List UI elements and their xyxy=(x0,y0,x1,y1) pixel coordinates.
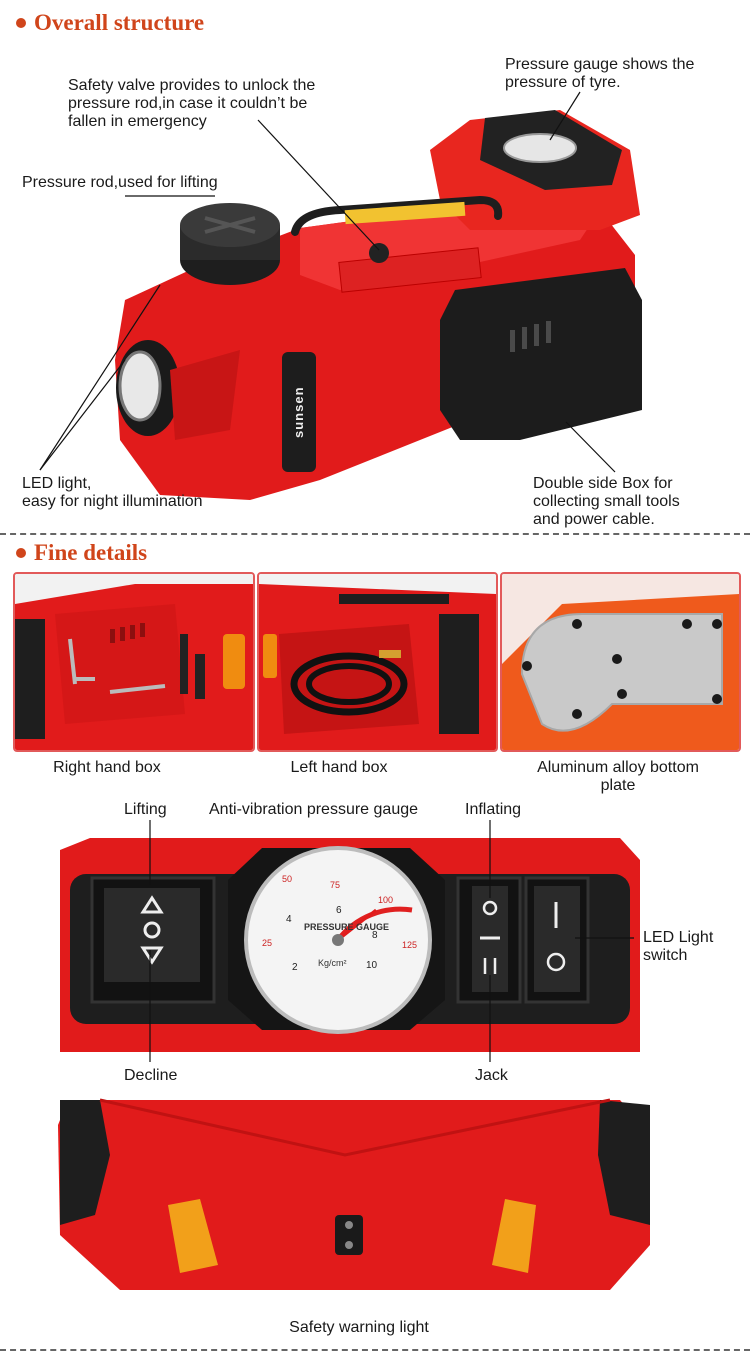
label-jack: Jack xyxy=(475,1067,508,1084)
gauge-tick-inner-6: 6 xyxy=(336,905,342,916)
lift-decline-switch xyxy=(104,888,200,982)
gauge-tick-inner-4: 4 xyxy=(286,914,292,925)
left-bumper xyxy=(60,1100,110,1225)
safety-valve-knob xyxy=(369,243,389,263)
caption-bottom-plate: Aluminum alloy bottom plate xyxy=(537,759,699,794)
label-lifting: Lifting xyxy=(124,801,167,818)
brand-plate xyxy=(282,352,316,472)
label-led-switch: LED Light switch xyxy=(643,929,714,964)
photo-left-hand-box xyxy=(257,572,498,752)
bullet-icon xyxy=(16,548,26,558)
center-circle-icon xyxy=(143,921,161,939)
gauge-tick-outer-25: 25 xyxy=(262,938,273,948)
up-arrow-icon xyxy=(140,895,164,914)
gauge-tick-outer-125: 125 xyxy=(402,940,418,950)
caption-right-box: Right hand box xyxy=(53,759,161,776)
section-title-text: Overall structure xyxy=(34,10,205,35)
section-title-text: Fine details xyxy=(34,540,148,565)
led-light-switch xyxy=(534,886,580,992)
label-inflating: Inflating xyxy=(465,801,522,818)
led-off-icon xyxy=(546,952,566,972)
warning-light-left xyxy=(168,1199,218,1273)
gauge-tick-outer-50: 50 xyxy=(282,874,293,884)
label-gauge: Anti-vibration pressure gauge xyxy=(209,801,419,818)
photo-bottom-plate xyxy=(500,572,741,752)
control-panel-closeup xyxy=(60,820,640,1062)
section-divider xyxy=(0,533,750,535)
annotation-double-box: Double side Box for collecting small too… xyxy=(533,475,680,528)
tyre-gauge xyxy=(503,133,577,163)
jack-bottom-body xyxy=(58,1100,650,1290)
jack-illustration xyxy=(39,91,642,500)
section-title-fine: Fine details xyxy=(16,540,147,566)
bottom-divider xyxy=(0,1349,750,1351)
annotation-pressure-gauge: Pressure gauge shows the pressure of tyr… xyxy=(505,56,695,91)
bullet-icon xyxy=(16,18,26,28)
gauge-label: PRESSURE GAUGE xyxy=(304,922,390,932)
lamp-grille xyxy=(170,350,240,440)
gauge-tick-inner-10: 10 xyxy=(366,960,378,971)
section-title-overall: Overall structure xyxy=(16,10,204,36)
side-box-vents xyxy=(510,321,551,352)
carry-handle xyxy=(291,195,503,236)
annotation-pressure-rod: Pressure rod,used for lifting xyxy=(22,174,218,191)
annotation-led-light: LED light, easy for night illumination xyxy=(22,475,203,510)
caption-safety-warning-light: Safety warning light xyxy=(289,1319,429,1336)
side-box xyxy=(440,268,642,440)
bottom-view xyxy=(58,1098,650,1290)
photo-right-hand-box xyxy=(13,572,255,752)
down-arrow-icon xyxy=(140,946,164,965)
gauge-tick-inner-2: 2 xyxy=(292,962,298,973)
gauge-tick-outer-100: 100 xyxy=(378,895,394,905)
inflate-circle-icon xyxy=(482,900,498,916)
gauge-tick-inner-8: 8 xyxy=(372,930,378,941)
center-port xyxy=(335,1215,363,1255)
gauge-needle xyxy=(337,908,377,942)
gauge-tick-outer-75: 75 xyxy=(330,880,341,890)
led-light xyxy=(118,350,162,422)
label-sticker xyxy=(344,201,466,225)
label-decline: Decline xyxy=(124,1067,178,1084)
brand-text: sunsen xyxy=(291,386,306,438)
gauge-unit: Kg/cm² xyxy=(318,958,347,968)
jack-bars-icon xyxy=(483,958,497,974)
right-bumper xyxy=(598,1100,650,1225)
caption-left-box: Left hand box xyxy=(290,759,388,776)
warning-light-right xyxy=(492,1199,536,1273)
annotation-safety-valve: Safety valve provides to unlock the pres… xyxy=(68,77,316,130)
rod-cap-grip xyxy=(204,216,256,234)
